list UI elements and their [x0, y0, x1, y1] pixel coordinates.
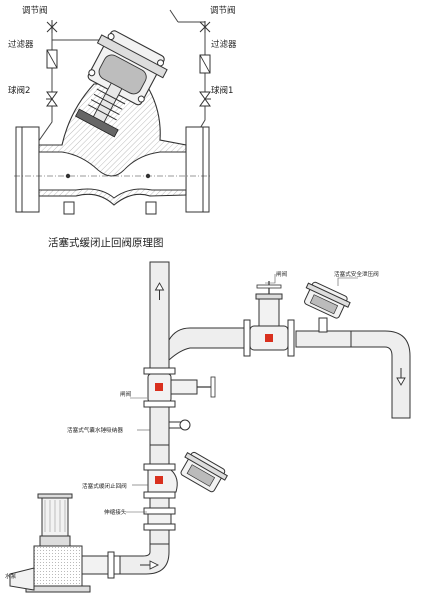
right-regulating-valve-icon [199, 21, 211, 33]
left-regulating-valve-icon [46, 21, 58, 33]
left-filter-icon [46, 49, 58, 69]
right-gate-valve [243, 281, 295, 357]
left-gate-valve-label: 闸阀 [120, 390, 132, 398]
right-regulating-valve-label: 调节阀 [210, 6, 236, 16]
horizontal-branch-pipe [168, 327, 247, 362]
vertical-pipe [149, 261, 170, 371]
check-valve-body [14, 30, 212, 215]
outlet-elbow [350, 330, 411, 419]
right-gate-valve-label: 闸阀 [276, 270, 288, 278]
air-hammer-arrester [149, 406, 191, 466]
right-filter-icon [199, 54, 211, 74]
leader-lines [126, 274, 358, 513]
air-hammer-arrester-label: 活塞式气囊水锤吸纳器 [67, 426, 123, 434]
pump-label: 水泵 [5, 572, 17, 580]
left-regulating-valve-label: 调节阀 [22, 6, 48, 16]
right-control-line [169, 9, 206, 145]
principle-diagram: 调节阀 过滤器 球阀2 调节阀 过滤器 球阀1 [8, 6, 237, 249]
right-filter-label: 过滤器 [211, 39, 237, 50]
check-valve [143, 451, 228, 499]
flow-down-arrow-icon [396, 368, 406, 386]
installation-diagram: 闸阀 活塞式安全泄压阀 闸阀 活塞式气囊水锤吸纳器 活塞式缓闭止回阀 伸缩接头 … [5, 261, 411, 593]
check-valve-label: 活塞式缓闭止回阀 [82, 482, 127, 490]
pressure-relief-valve-label: 活塞式安全泄压阀 [334, 270, 379, 278]
left-gate-valve [143, 367, 216, 408]
inlet-flow-arrow-icon [140, 560, 160, 570]
pump-outlet-elbow [119, 543, 170, 575]
pump-assembly [9, 493, 109, 593]
left-ball-valve-label: 球阀2 [8, 85, 30, 96]
right-ball-valve-icon [199, 91, 211, 107]
pressure-relief-valve [304, 281, 351, 333]
flow-up-arrow-icon [154, 282, 165, 300]
principle-diagram-caption: 活塞式缓闭止回阀原理图 [48, 236, 164, 249]
left-ball-valve-icon [46, 91, 58, 107]
expansion-joint [143, 497, 176, 545]
expansion-joint-label: 伸缩接头 [104, 508, 127, 516]
left-filter-label: 过滤器 [8, 39, 34, 50]
right-ball-valve-label: 球阀1 [211, 85, 233, 96]
